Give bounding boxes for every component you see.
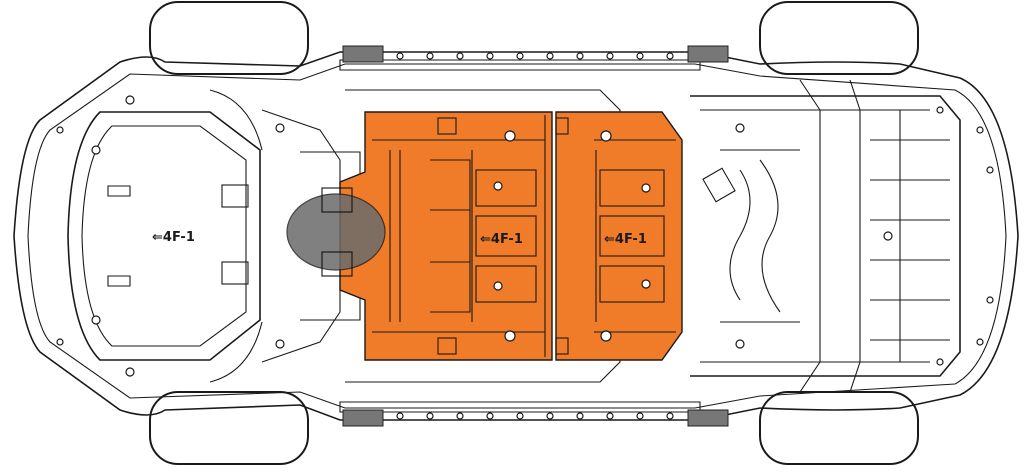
marker-ellipse-icon: [286, 193, 386, 271]
tire-rear-left-icon: [759, 1, 919, 75]
jack-pad-front-left-icon: [342, 45, 384, 63]
under-cover-panel-rear-icon: [555, 111, 683, 361]
sill-holes: [396, 52, 674, 420]
label-front: ⇐4F-1: [152, 230, 195, 245]
tire-rear-right-icon: [759, 391, 919, 465]
marker-detail: [321, 187, 353, 277]
label-rear: ⇐4F-1: [604, 232, 647, 247]
jack-pad-rear-left-icon: [687, 45, 729, 63]
highlighted-under-covers: [339, 111, 683, 361]
under-cover-panel-front-icon: [339, 111, 553, 361]
tires: [149, 1, 919, 465]
jack-pad-front-right-icon: [342, 409, 384, 427]
label-mid: ⇐4F-1: [480, 232, 523, 247]
jack-pad-rear-right-icon: [687, 409, 729, 427]
jack-pads: [342, 45, 729, 427]
rear-floor: [690, 79, 994, 393]
tire-front-left-icon: [149, 1, 309, 75]
tire-front-right-icon: [149, 391, 309, 465]
